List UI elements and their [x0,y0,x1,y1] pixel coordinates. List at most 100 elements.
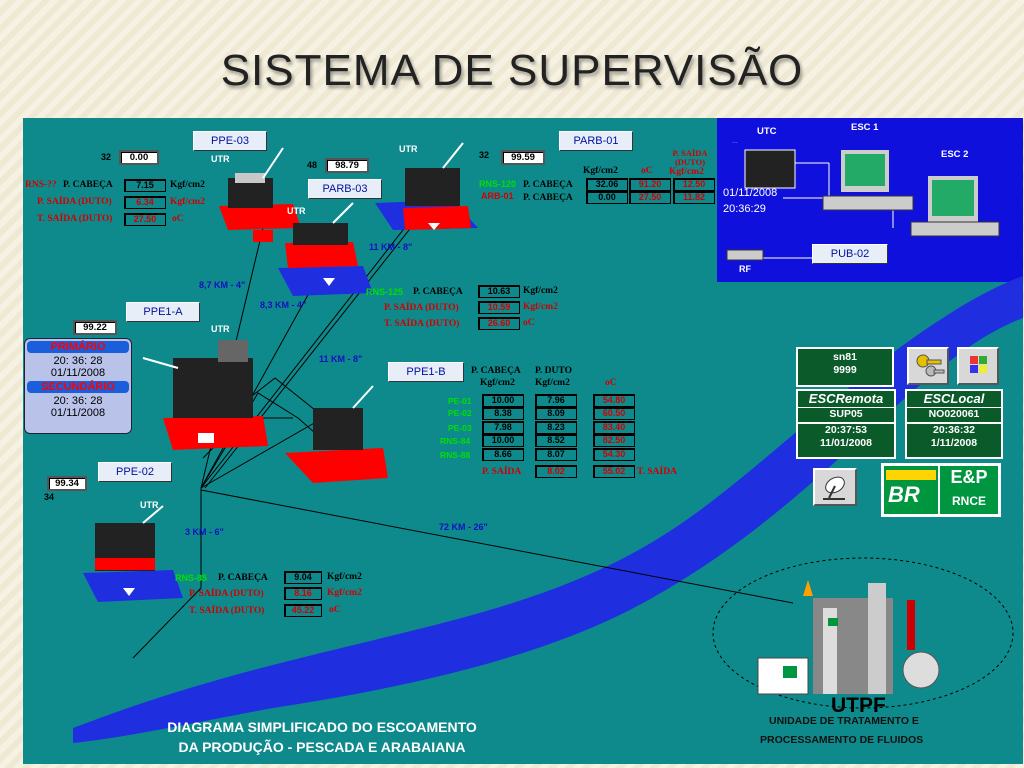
platform-ppe03 [219,147,301,242]
parb01-oc-header: oC [641,166,653,176]
parb01-kgf-header: Kgf/cm2 [583,166,618,176]
parb01-well1: RNS-120 [479,179,517,189]
secundario-date: 01/11/2008 [50,407,106,419]
ppe03-button[interactable]: PPE-03 [193,131,267,151]
parb03-cabeca-value: 10.63 [478,285,520,298]
ppe1b-row2-duto: 8.23 [535,421,577,434]
ppe02-temp-label: T. SAÍDA (DUTO) [189,606,265,616]
network-time: 20:36:29 [723,203,766,215]
parb03-cabeca-unit: Kgf/cm2 [523,286,558,296]
ppe03-gauge: 0.00 [119,150,159,165]
parb03-temp-label: T. SAÍDA (DUTO) [384,319,460,329]
parb01-saida-header: P. SAÍDA (DUTO) [672,148,708,167]
parb01-gauge-num: 32 [479,150,490,160]
esc1-cpu-icon [822,195,914,211]
ppe1b-row2-cabeca: 7.98 [482,421,524,434]
parb03-utr: UTR [287,206,306,216]
windows-button[interactable] [957,347,999,385]
satellite-button[interactable] [813,468,857,506]
ppe1a-gauge: 99.22 [73,320,117,335]
parb01-cabeca-oc: 91.20 [629,178,671,191]
ppe02-well: RNS-85 [175,573,208,583]
ppe02-button[interactable]: PPE-02 [98,462,172,482]
parb01-well2: ARB-01 [481,191,514,201]
parb01-gauge: 99.59 [501,150,545,165]
primario-label: PRIMÁRIO [27,341,129,353]
sn-line2: 9999 [833,364,857,376]
platform-ppe1b [285,385,388,483]
ppe03-well: RNS-?? [25,180,57,190]
secundario-time: 20: 36: 28 [53,395,103,407]
satellite-dish-icon [823,476,845,500]
parb03-button[interactable]: PARB-03 [308,179,382,199]
ppe1b-duto-header: P. DUTO [535,366,572,376]
esc-local-box[interactable]: ESCLocal NO020061 20:36:32 1/11/2008 [905,389,1003,459]
ppe1b-row1-cabeca: 8.38 [482,407,524,420]
security-keys-button[interactable] [907,347,949,385]
ppe1b-row1-oc: 60.50 [593,407,635,420]
ppe1b-row4-well: RNS-88 [440,450,471,460]
ppe02-cabeca-label: P. CABEÇA [218,573,268,583]
secundario-label: SECUNDÁRIO [27,381,129,393]
keys-icon [916,354,945,377]
logo-ep: E&P [950,467,988,487]
ppe1b-row4-cabeca: 8.66 [482,448,524,461]
ppe1b-t-saida-label: T. SAÍDA [637,467,677,477]
ppe1b-row3-cabeca: 10.00 [482,434,524,447]
ppe03-saida-label: P. SAÍDA (DUTO) [37,197,112,207]
pub02-button[interactable]: PUB-02 [812,244,888,264]
parb01-saida-header-unit: Kgf/cm2 [669,167,704,177]
esc-remota-date: 11/01/2008 [820,437,872,449]
ppe1b-row0-duto: 7.96 [535,394,577,407]
esc-local-title: ESCLocal [907,391,1001,408]
ppe1b-row1-well: PE-02 [448,408,472,418]
esc2-label: ESC 2 [941,149,969,160]
scada-screen: PPE-03 UTR 32 0.00 RNS-?? P. CABEÇA 7.15… [23,118,1023,764]
ppe02-cabeca-value: 9.04 [284,571,322,584]
ppe02-saida-label: P. SAÍDA (DUTO) [189,589,264,599]
ppe03-temp-label: T. SAÍDA (DUTO) [37,214,113,224]
platform-parb03 [278,202,373,296]
primario-time: 20: 36: 28 [53,355,103,367]
parb01-cabeca-label: P. CABEÇA [523,180,573,190]
parb03-well: RNS-125 [366,287,404,297]
pipeline-label-1: 8,7 KM - 4" [199,280,246,290]
ppe1b-row0-oc: 54.80 [593,394,635,407]
parb01-cabeca-saida: 12.50 [673,178,715,191]
ppe1b-button[interactable]: PPE1-B [388,362,464,382]
pipeline-label-4: 11 KM - 8" [319,354,363,364]
ppe02-gauge: 99.34 [47,476,87,491]
parb01-button[interactable]: PARB-01 [559,131,633,151]
pipeline-label-2: 8,3 KM - 4" [260,300,307,310]
pipeline-label-3: 11 KM - 8" [369,242,413,252]
ppe1b-t-saida-value: 55.02 [593,465,635,478]
rf-radio-icon [726,249,764,261]
parb01-duto-label: P. CABEÇA [523,193,573,203]
ppe03-saida-unit: Kgf/cm2 [170,197,205,207]
ppe03-saida-value: 6.34 [124,196,166,209]
parb03-saida-unit: Kgf/cm2 [523,302,558,312]
ppe1a-button[interactable]: PPE1-A [126,302,200,322]
esc2-cpu-icon [910,221,1000,237]
logo-br: BR [888,482,920,507]
esc-remota-box[interactable]: ESCRemota SUP05 20:37:53 11/01/2008 [796,389,896,459]
ppe03-cabeca-label: P. CABEÇA [63,180,113,190]
ppe1b-row1-duto: 8.09 [535,407,577,420]
network-date: 01/11/2008 [723,187,778,199]
parb03-temp-unit: oC [523,318,535,328]
ppe1b-row2-oc: 83.40 [593,421,635,434]
platform-ppe1a [142,340,268,450]
ppe02-temp-unit: oC [329,605,341,615]
ppe02-utr: UTR [140,500,159,510]
parb03-saida-label: P. SAÍDA (DUTO) [384,303,459,313]
parb03-saida-value: 10.59 [478,301,520,314]
ppe1b-row3-oc: 82.50 [593,434,635,447]
ppe1b-row4-oc: 54.30 [593,448,635,461]
esc1-label: ESC 1 [851,122,879,133]
utc-sub-label: ... [732,138,738,145]
utc-rack-icon [744,149,796,189]
diagram-graphics [73,118,1023,743]
primario-date: 01/11/2008 [50,367,106,379]
ppe1b-p-saida-value: 8.02 [535,465,577,478]
parb01-duto-saida: 11.82 [673,191,715,204]
